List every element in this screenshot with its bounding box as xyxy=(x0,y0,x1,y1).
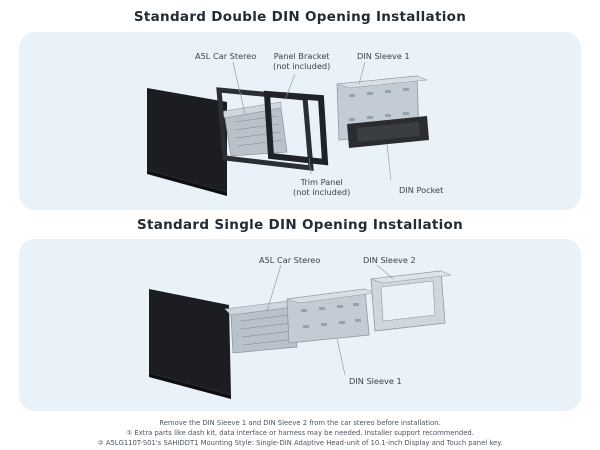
double-din-leader-lines xyxy=(232,61,392,181)
double-din-sleeve-1-top xyxy=(336,75,428,89)
double-din-label-pocket: DIN Pocket xyxy=(399,185,444,195)
double-din-label-trim-line1: Trim Panel xyxy=(300,177,343,187)
double-din-stereo-screen-edge xyxy=(147,170,227,196)
single-din-sleeve-2-window xyxy=(380,280,436,322)
single-din-leader-lines xyxy=(266,264,394,376)
single-din-stereo-screen-edge xyxy=(149,373,231,399)
double-din-sleeve-1-holes xyxy=(349,88,409,121)
single-din-sleeve-2-top xyxy=(370,270,452,284)
note-line-3: ② A5LG110T-S01's SAHIDDT1 Mounting Style… xyxy=(97,439,503,447)
note-line-2: ① Extra parts like dash kit, data interf… xyxy=(126,429,474,437)
single-din-label-stereo: A5L Car Stereo xyxy=(259,255,321,265)
single-din-label-sleeve-1: DIN Sleeve 1 xyxy=(349,376,402,386)
single-din-illustration xyxy=(149,264,452,399)
note-line-1: Remove the DIN Sleeve 1 and DIN Sleeve 2… xyxy=(159,419,441,427)
single-din-heading: Standard Single DIN Opening Installation xyxy=(136,217,464,233)
double-din-trim-panel xyxy=(263,90,329,166)
double-din-label-bracket-line2: (not included) xyxy=(273,60,331,71)
double-din-label-sleeve-1: DIN Sleeve 1 xyxy=(357,51,410,61)
double-din-label-stereo: A5L Car Stereo xyxy=(195,51,257,61)
double-din-panel: A5L Car Stereo Panel Bracket (not includ… xyxy=(19,32,581,210)
single-din-stereo-screen xyxy=(149,289,231,395)
double-din-illustration xyxy=(147,61,429,196)
single-din-sleeve-1-holes xyxy=(301,303,361,328)
single-din-stereo-ribs xyxy=(240,314,296,346)
single-din-label-sleeve-2: DIN Sleeve 2 xyxy=(363,255,416,265)
installation-notes: Remove the DIN Sleeve 1 and DIN Sleeve 2… xyxy=(0,418,600,448)
single-din-panel: A5L Car Stereo DIN Sleeve 2 DIN Sleeve 1 xyxy=(19,239,581,411)
double-din-label-bracket: Panel Bracket (not included) xyxy=(273,51,331,71)
double-din-label-bracket-line1: Panel Bracket xyxy=(273,51,330,61)
double-din-label-trim: Trim Panel (not included) xyxy=(293,177,351,197)
double-din-pocket-face xyxy=(357,122,420,142)
double-din-stereo-screen xyxy=(147,88,227,192)
double-din-heading: Standard Double DIN Opening Installation xyxy=(133,9,467,25)
double-din-label-trim-line2: (not included) xyxy=(293,186,351,197)
